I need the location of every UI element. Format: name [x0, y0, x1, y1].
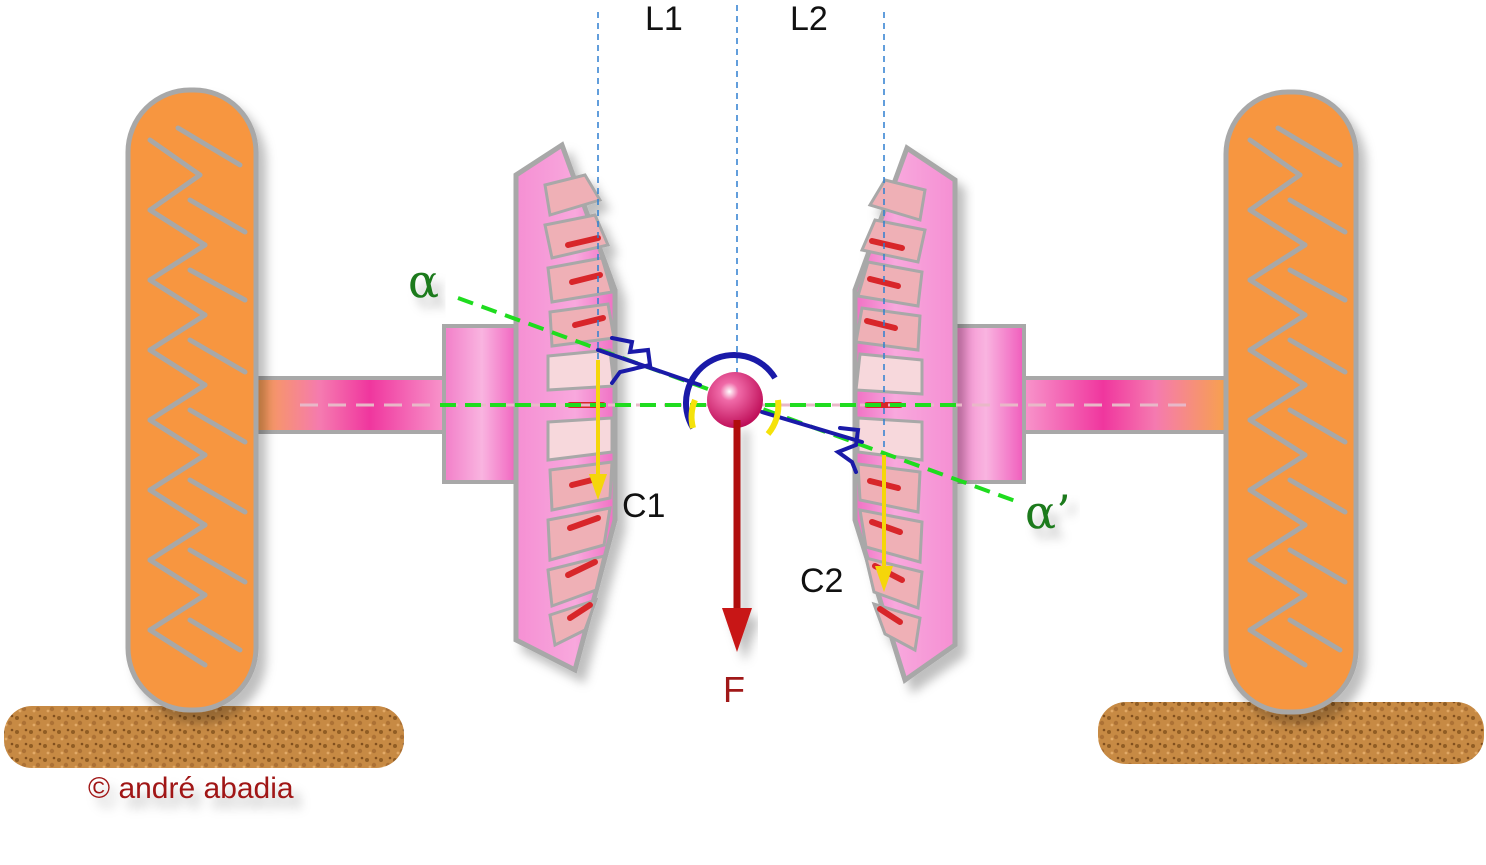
- copyright-text: © andré abadia: [88, 772, 294, 805]
- alpha-prime-label: α’: [1025, 485, 1071, 539]
- pivot-ball: [707, 372, 763, 428]
- c1-torque-arrow: [589, 360, 607, 500]
- right-ground: [1098, 702, 1484, 764]
- left-bevel-gear: [513, 141, 618, 674]
- c2-torque-arrow: [875, 455, 893, 592]
- force-arrow: [722, 420, 752, 652]
- right-axle-shaft: [1018, 376, 1230, 434]
- alpha-label: α: [408, 254, 439, 308]
- force-label: F: [723, 669, 745, 710]
- right-wheel: [1223, 89, 1359, 715]
- c1-label: C1: [622, 487, 665, 525]
- right-bevel-gear: [852, 144, 958, 685]
- left-ground: [4, 706, 404, 768]
- left-wheel: [125, 87, 259, 713]
- l1-label: L1: [645, 0, 683, 38]
- c2-label: C2: [800, 562, 843, 600]
- l2-label: L2: [790, 0, 828, 38]
- pivot-rotation-arc: [683, 351, 782, 436]
